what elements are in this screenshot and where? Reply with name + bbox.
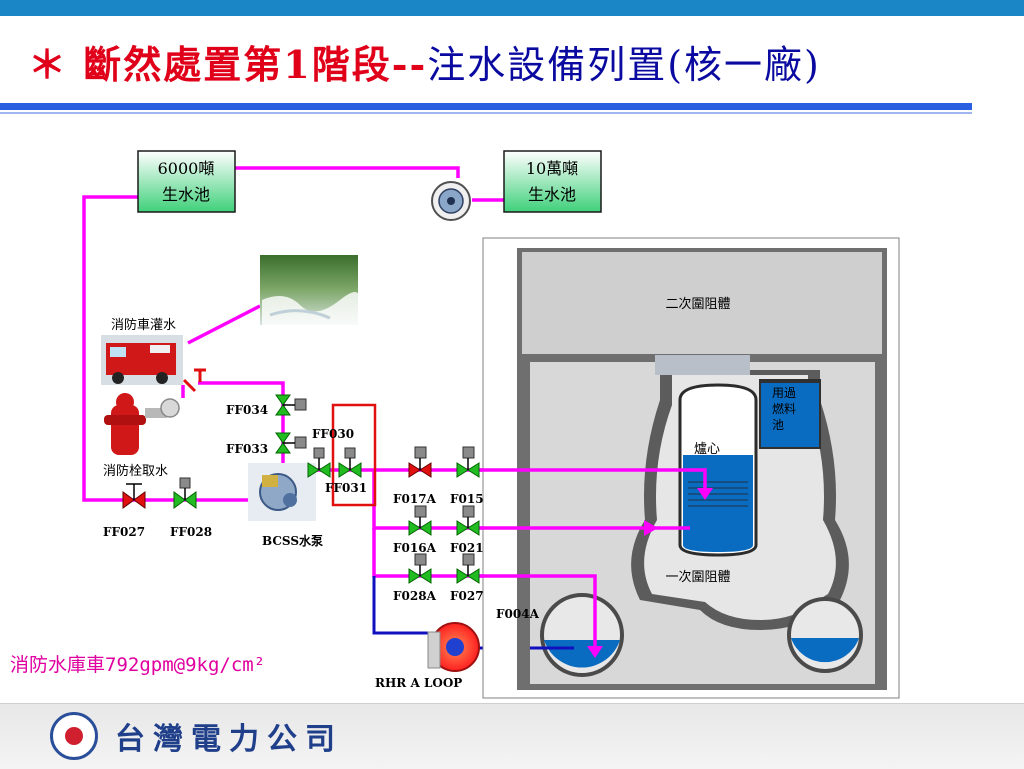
pool-10w-line1: 10萬噸 — [526, 159, 578, 178]
valve-f027a[interactable] — [456, 553, 480, 584]
rhr-pump-icon — [427, 622, 480, 672]
valve-ff030[interactable] — [307, 447, 331, 478]
f017a-label: F017A — [393, 492, 437, 506]
valve-f028a[interactable] — [408, 553, 432, 584]
title-red: 斷然處置第1階段-- — [83, 42, 428, 87]
fire-truck-label: 消防車灌水 — [111, 317, 176, 333]
pool-10w-line2: 生水池 — [528, 185, 576, 204]
slide-title: ＊ 斷然處置第1階段--注水設備列置(核一廠) — [28, 34, 821, 89]
valve-f017a[interactable] — [408, 446, 432, 478]
f004a-label: F004A — [496, 607, 540, 621]
arrow-core — [697, 488, 713, 500]
footer-company-name: 台灣電力公司 — [115, 722, 343, 757]
bcss-pump-label: BCSS水泵 — [262, 533, 323, 548]
pool-10w-box: 10萬噸 生水池 — [503, 150, 602, 213]
ff027-label: FF027 — [103, 525, 145, 539]
reactor-building — [482, 237, 900, 699]
title-blue: 注水設備列置(核一廠) — [427, 43, 821, 87]
bcss-pump-icon — [248, 463, 316, 521]
valve-ff027[interactable] — [122, 483, 146, 509]
hydrant-label: 消防栓取水 — [103, 463, 168, 479]
valve-f016a[interactable] — [408, 505, 432, 536]
ff028-label: FF028 — [170, 525, 212, 539]
primary-containment-label: 一次圍阻體 — [665, 569, 730, 585]
core-label: 爐心 — [694, 442, 720, 457]
pool-6000-box: 6000噸 生水池 — [137, 150, 236, 213]
footer-bar — [0, 703, 1024, 769]
spent-fuel-pool-label-3: 池 — [772, 418, 784, 432]
valve-f015a[interactable] — [456, 446, 480, 478]
ff031-label: FF031 — [325, 481, 367, 495]
arrow-drywell — [644, 520, 658, 536]
spent-fuel-pool-label-2: 燃料 — [772, 401, 796, 416]
title-rule — [0, 103, 972, 110]
truck-connector-icon — [182, 368, 206, 393]
valve-f021a[interactable] — [456, 505, 480, 536]
top-banner — [0, 0, 1024, 16]
fire-truck-rating-note: 消防水庫車792gpm@9kg/cm² — [10, 654, 266, 676]
f016a-label: F016A — [393, 541, 437, 555]
fire-hydrant-icon — [104, 393, 180, 455]
arrow-torus — [587, 646, 603, 658]
title-rule-thin — [0, 112, 972, 114]
ff034-label: FF034 — [226, 403, 268, 417]
highlight-frame — [331, 403, 377, 507]
valve-ff034[interactable] — [275, 394, 307, 416]
valve-ff033[interactable] — [275, 432, 307, 454]
transfer-pump-icon — [431, 181, 471, 221]
fire-truck-icon — [101, 335, 183, 385]
pool-6000-line2: 生水池 — [162, 185, 210, 204]
spent-fuel-pool-label-1: 用過 — [772, 386, 796, 400]
valve-ff031[interactable] — [338, 447, 362, 478]
ff033-label: FF033 — [226, 442, 268, 456]
rhr-loop-label: RHR A LOOP — [375, 676, 462, 690]
ff030-label: FF030 — [312, 427, 354, 441]
valve-ff028[interactable] — [173, 477, 197, 509]
taipower-logo-icon — [50, 712, 98, 760]
pool-6000-line1: 6000噸 — [158, 159, 215, 178]
river-photo — [260, 255, 360, 325]
f028a-label: F028A — [393, 589, 437, 603]
title-mark: ＊ — [28, 42, 69, 87]
secondary-containment-label: 二次圍阻體 — [665, 296, 730, 312]
